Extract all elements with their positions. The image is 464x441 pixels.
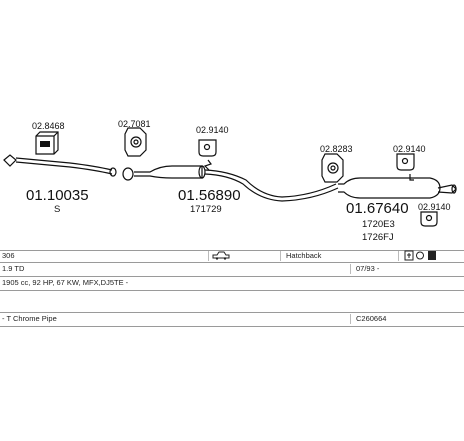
rear-silencer-sub-2: 1726FJ: [362, 232, 394, 243]
engine-value: 1.9 TD: [2, 264, 25, 273]
rear-silencer-code: 01.67640: [346, 200, 409, 217]
specs-value: 1905 cc, 92 HP, 67 KW, MFX,DJ5TE -: [2, 278, 129, 287]
body-value: Hatchback: [286, 251, 322, 260]
rear-silencer-sub-1: 1720E3: [362, 219, 395, 230]
car-icon: [212, 251, 230, 263]
middle-silencer[interactable]: [134, 165, 339, 202]
front-pipe-accessory-icon[interactable]: [35, 131, 59, 155]
table-rule: [0, 312, 464, 313]
column-divider: [208, 251, 209, 261]
rear-hanger-top-icon[interactable]: [396, 153, 415, 171]
exhaust-diagram: 02.8468 02.7081 02.9140 02.8283 02.9140 …: [3, 119, 457, 243]
column-divider: [350, 314, 351, 324]
pipe-type-value: - T Chrome Pipe: [2, 314, 57, 323]
vehicle-info-table: 306 Hatchback 1.9 TD 07/93 - 1905 cc, 92…: [0, 250, 464, 330]
middle-hanger-bracket: [203, 159, 212, 171]
rear-hanger-top-bracket: [409, 174, 414, 181]
front-pipe-accessory-code: 02.8468: [32, 121, 65, 131]
table-rule: [0, 262, 464, 263]
middle-silencer-sub: 171729: [190, 204, 222, 215]
rear-hanger-bottom-icon[interactable]: [420, 211, 438, 227]
table-rule: [0, 290, 464, 291]
front-pipe-code: 01.10035: [26, 187, 89, 204]
table-rule: [0, 250, 464, 251]
rear-hanger-bottom-code: 02.9140: [418, 202, 451, 212]
column-divider: [398, 251, 399, 261]
middle-hanger-code: 02.9140: [196, 125, 229, 135]
middle-silencer-code: 01.56890: [178, 187, 241, 204]
column-divider: [350, 264, 351, 274]
front-clamp-ring: [122, 167, 134, 181]
model-value: 306: [2, 251, 15, 260]
rear-hanger-top-code: 02.9140: [393, 144, 426, 154]
rear-silencer[interactable]: [338, 177, 457, 199]
front-pipe-sub: S: [54, 204, 60, 215]
front-pipe[interactable]: [3, 154, 117, 177]
front-clamp-icon[interactable]: [124, 127, 147, 157]
kit-code-value: C260664: [356, 314, 387, 323]
date-value: 07/93 -: [356, 264, 380, 273]
middle-clamp-icon[interactable]: [321, 153, 344, 183]
front-clamp-code: 02.7081: [118, 119, 151, 129]
table-rule: [0, 326, 464, 327]
info-icons: [404, 250, 438, 264]
table-rule: [0, 276, 464, 277]
column-divider: [280, 251, 281, 261]
middle-clamp-code: 02.8283: [320, 144, 353, 154]
middle-hanger-icon[interactable]: [198, 139, 217, 157]
